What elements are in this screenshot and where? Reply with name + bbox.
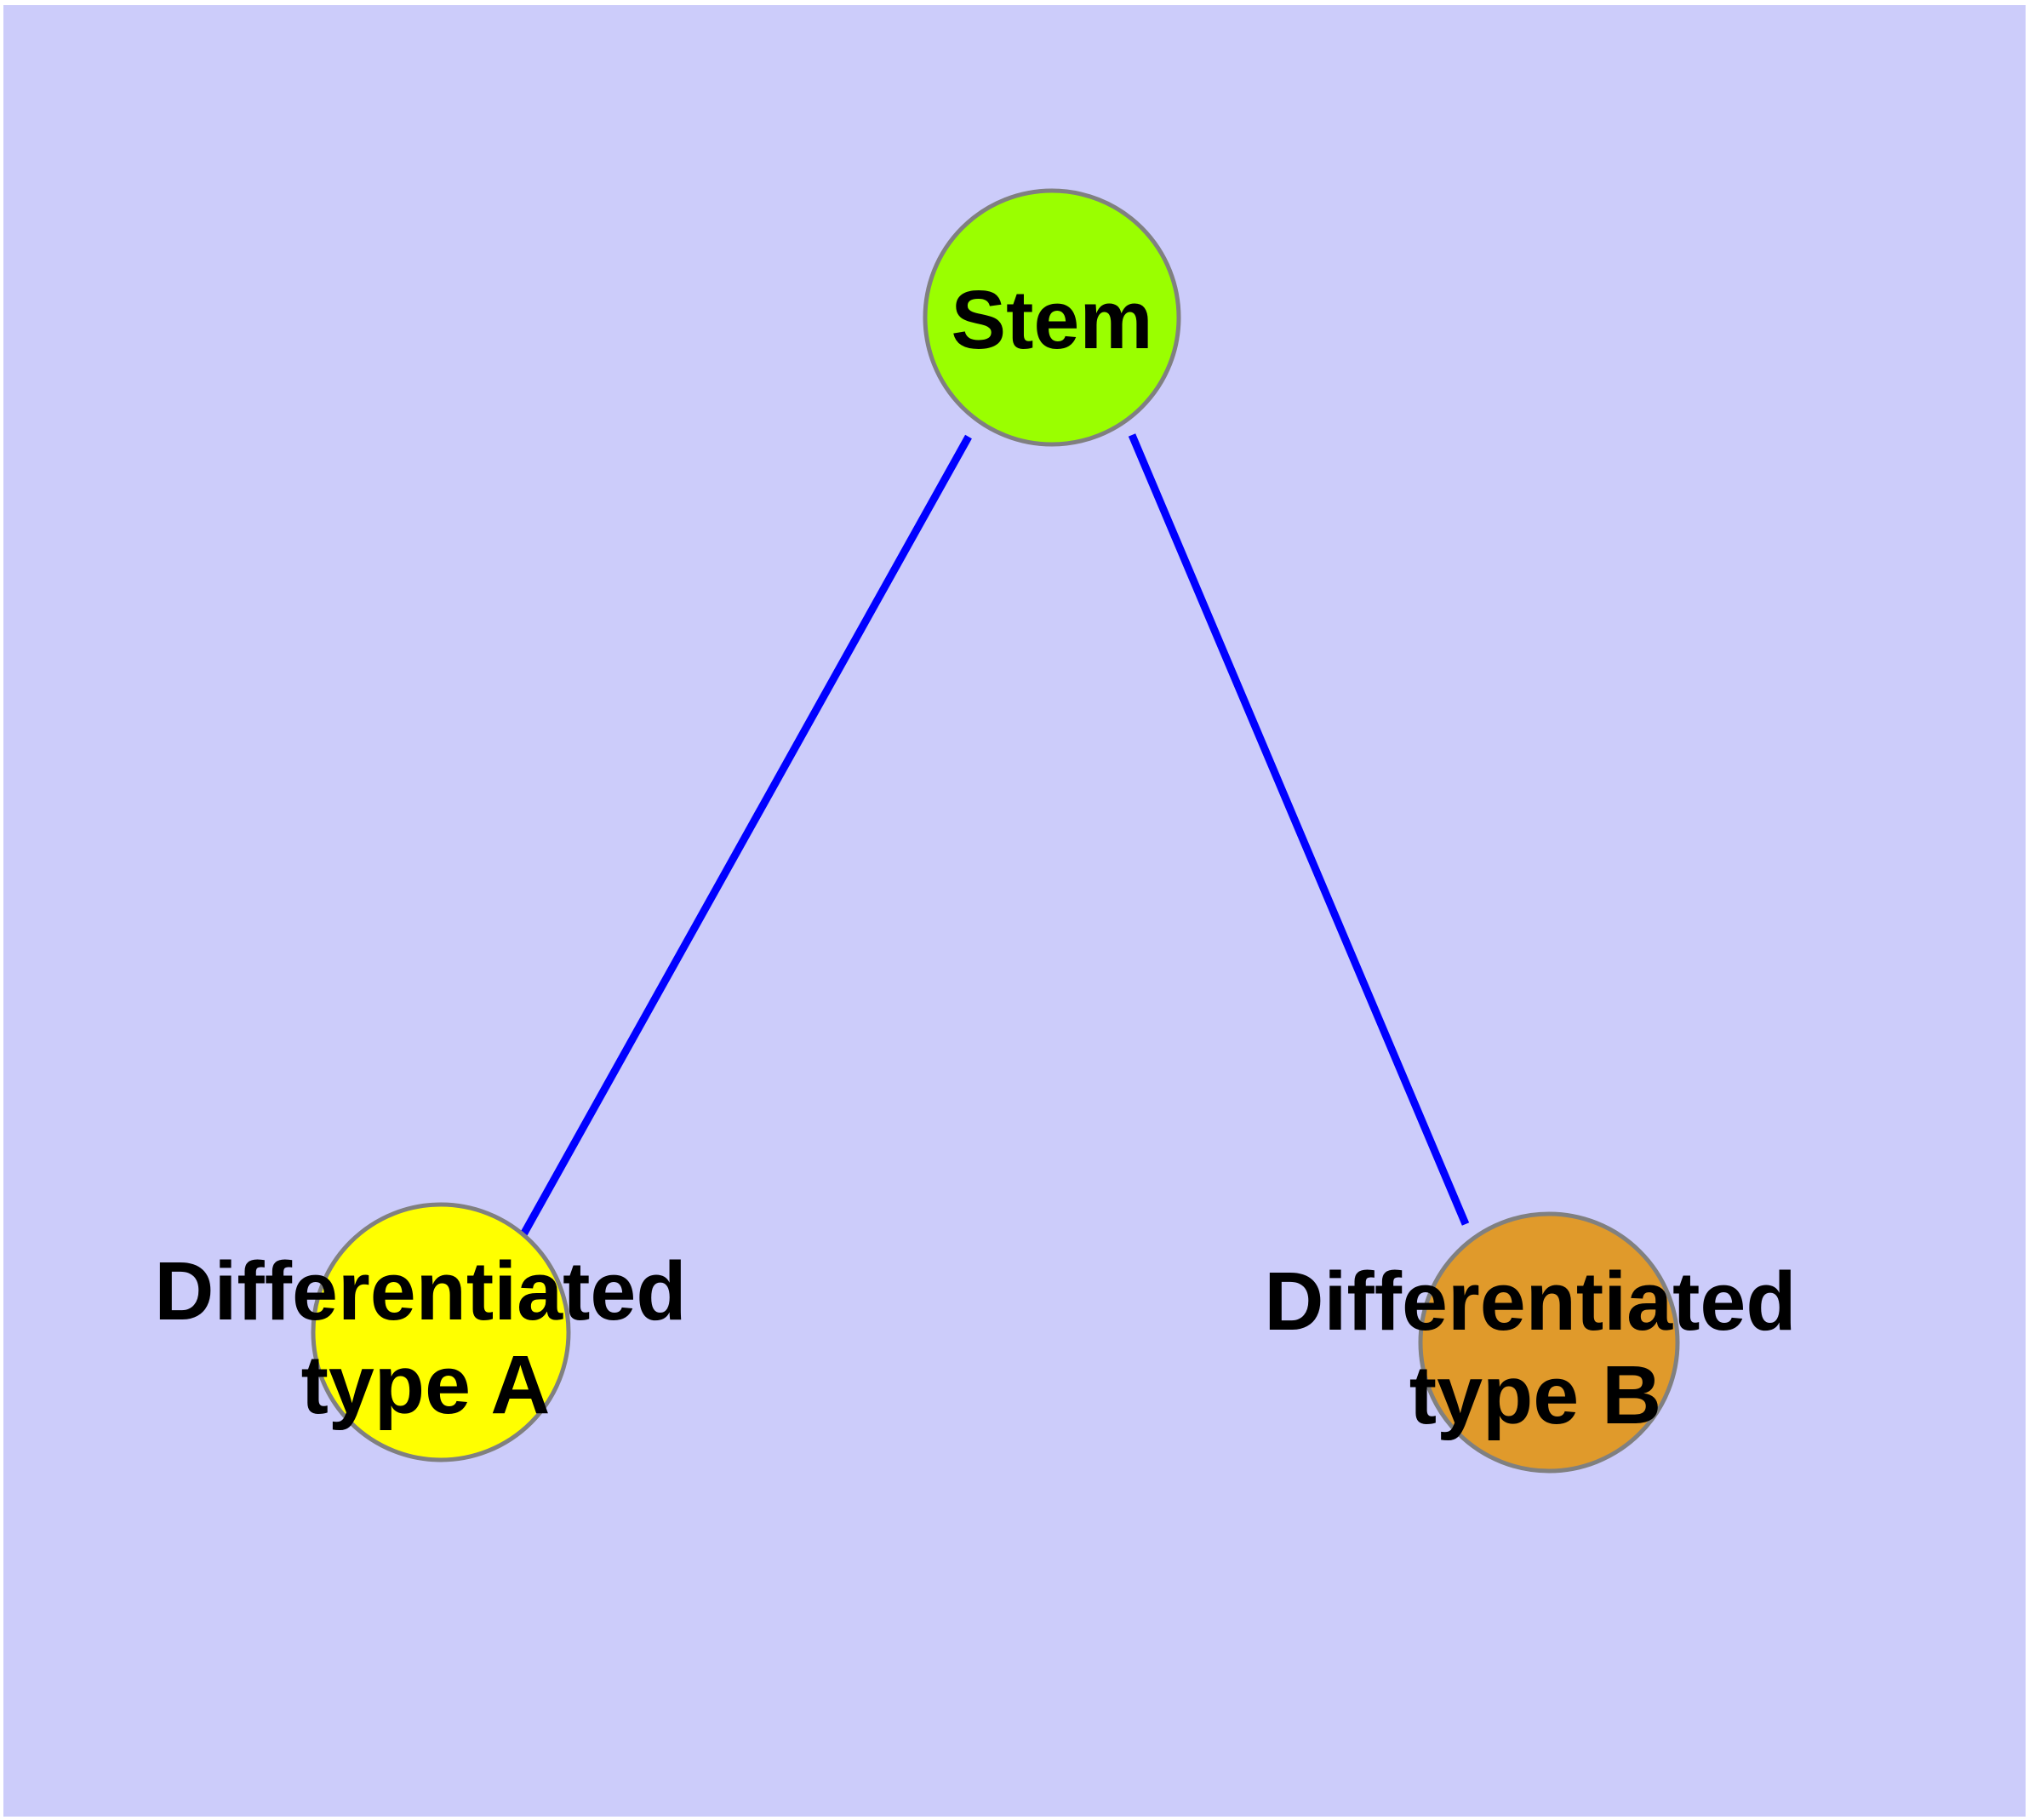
node-differentiated-type-b[interactable]: Differentiated type B xyxy=(1264,1211,1797,1474)
node-differentiated-type-b-label-line1: Differentiated xyxy=(1264,1255,1796,1348)
node-stem-label: Stem xyxy=(951,273,1152,366)
edge-stem-to-differentiated-type-b[interactable] xyxy=(1128,433,1470,1226)
node-layer: Stem Differentiated type A Differentiate… xyxy=(154,188,1797,1474)
node-differentiated-type-b-label-line2: type B xyxy=(1409,1348,1661,1441)
node-differentiated-type-a-label-line2: type A xyxy=(301,1338,551,1431)
node-stem-circle[interactable] xyxy=(923,188,1181,447)
node-differentiated-type-a[interactable]: Differentiated type A xyxy=(154,1202,687,1462)
node-differentiated-type-b-circle[interactable] xyxy=(1418,1211,1680,1474)
edge-stem-to-differentiated-type-a[interactable] xyxy=(519,434,972,1239)
node-differentiated-type-a-label-line1: Differentiated xyxy=(154,1245,686,1337)
node-stem[interactable]: Stem xyxy=(923,188,1181,447)
node-differentiated-type-a-circle[interactable] xyxy=(311,1202,571,1462)
edge-layer xyxy=(519,433,1470,1239)
